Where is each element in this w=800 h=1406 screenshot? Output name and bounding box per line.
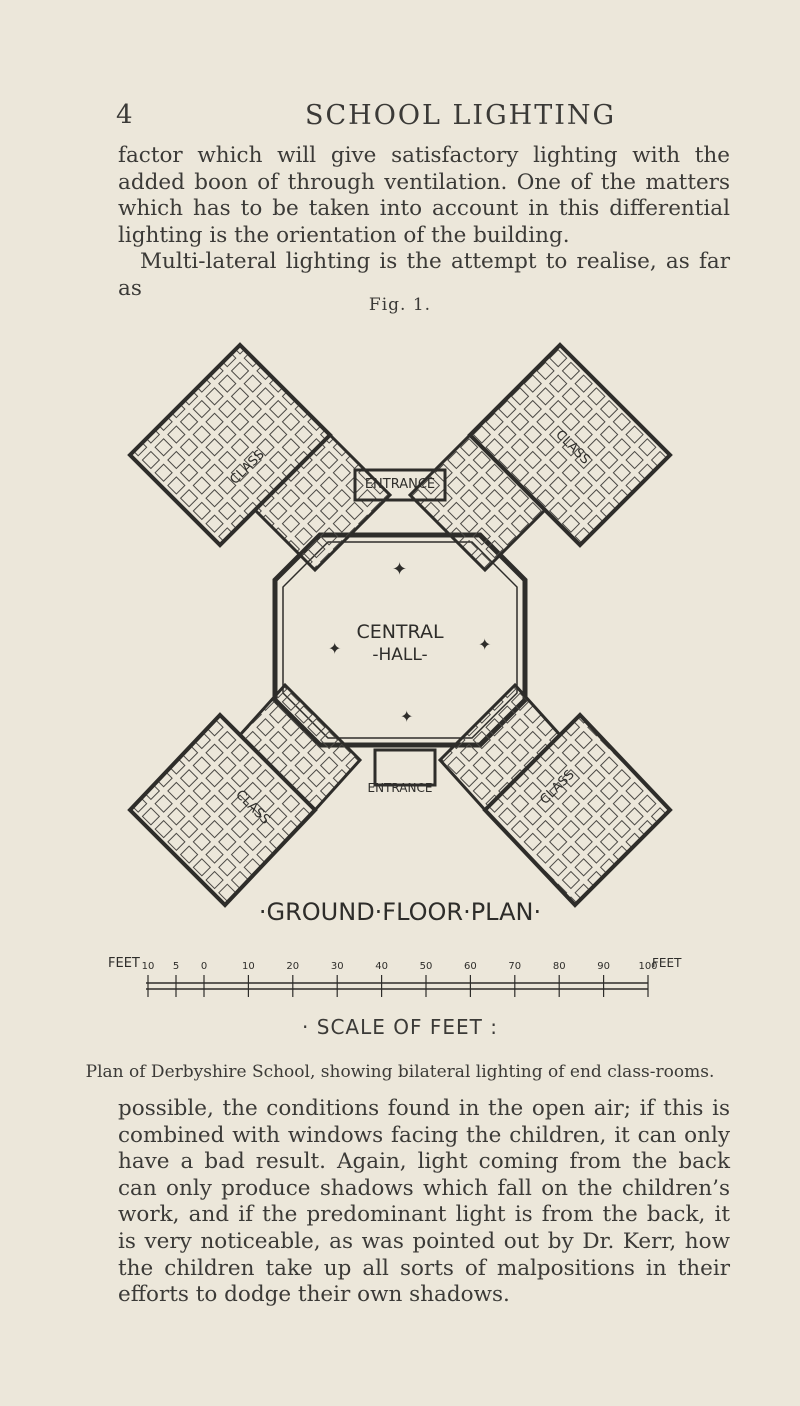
svg-text:✦: ✦ bbox=[478, 635, 491, 654]
scale-tick-label: 10 bbox=[242, 961, 255, 972]
wing-bottom-right bbox=[437, 682, 673, 908]
entrance-top-label: ENTRANCE bbox=[365, 477, 435, 492]
scale-tick-label: 100 bbox=[638, 961, 657, 972]
running-header: 4 SCHOOL LIGHTING bbox=[0, 100, 800, 140]
paragraph-1-text: factor which will give satisfactory ligh… bbox=[118, 143, 730, 248]
entrance-bottom-porch bbox=[373, 748, 437, 787]
svg-text:✦: ✦ bbox=[392, 559, 407, 580]
ground-floor-plan-title: ·GROUND·FLOOR·PLAN· bbox=[259, 898, 541, 926]
scale-tick-label: 90 bbox=[597, 961, 610, 972]
scale-tick-label: 80 bbox=[553, 961, 566, 972]
figure-label: Fig. 1. bbox=[368, 295, 432, 315]
paragraph-1: factor which will give satisfactory ligh… bbox=[118, 143, 730, 303]
hall-label: -HALL- bbox=[372, 645, 427, 665]
paragraph-3: possible, the conditions found in the op… bbox=[118, 1096, 730, 1308]
ground-floor-plan-drawing: ✦ ✦ ✦ ✦ ENTRANCE CENTRAL -HALL- ENTRANCE… bbox=[127, 342, 673, 926]
svg-text:✦: ✦ bbox=[328, 639, 341, 658]
svg-text:✦: ✦ bbox=[400, 707, 413, 726]
running-head: SCHOOL LIGHTING bbox=[305, 100, 617, 131]
scale-tick-label: 5 bbox=[173, 961, 179, 972]
paragraph-2-start: Multi-lateral lighting is the attempt to… bbox=[118, 249, 730, 301]
scale-tick-label: 10 bbox=[142, 961, 155, 972]
wing-bottom-left bbox=[127, 682, 363, 908]
scale-tick-label: 20 bbox=[286, 961, 299, 972]
entrance-top-porch bbox=[353, 468, 447, 502]
scale-feet-left: FEET bbox=[108, 956, 140, 971]
central-hall-label: CENTRAL bbox=[356, 621, 444, 643]
scale-tick-label: 70 bbox=[508, 961, 521, 972]
scale-tick-label: 30 bbox=[331, 961, 344, 972]
scale-tick-label: 40 bbox=[375, 961, 388, 972]
page-number: 4 bbox=[116, 100, 133, 130]
scale-tick-label: 0 bbox=[201, 961, 207, 972]
entrance-bottom-label: ENTRANCE bbox=[368, 781, 433, 795]
scale-tick-label: 60 bbox=[464, 961, 477, 972]
scale-feet-right: FEET bbox=[652, 956, 682, 970]
scale-title: · SCALE OF FEET : bbox=[302, 1015, 498, 1039]
scale-tick-label: 50 bbox=[420, 961, 433, 972]
figure-caption: Plan of Derbyshire School, showing bilat… bbox=[85, 1062, 715, 1082]
